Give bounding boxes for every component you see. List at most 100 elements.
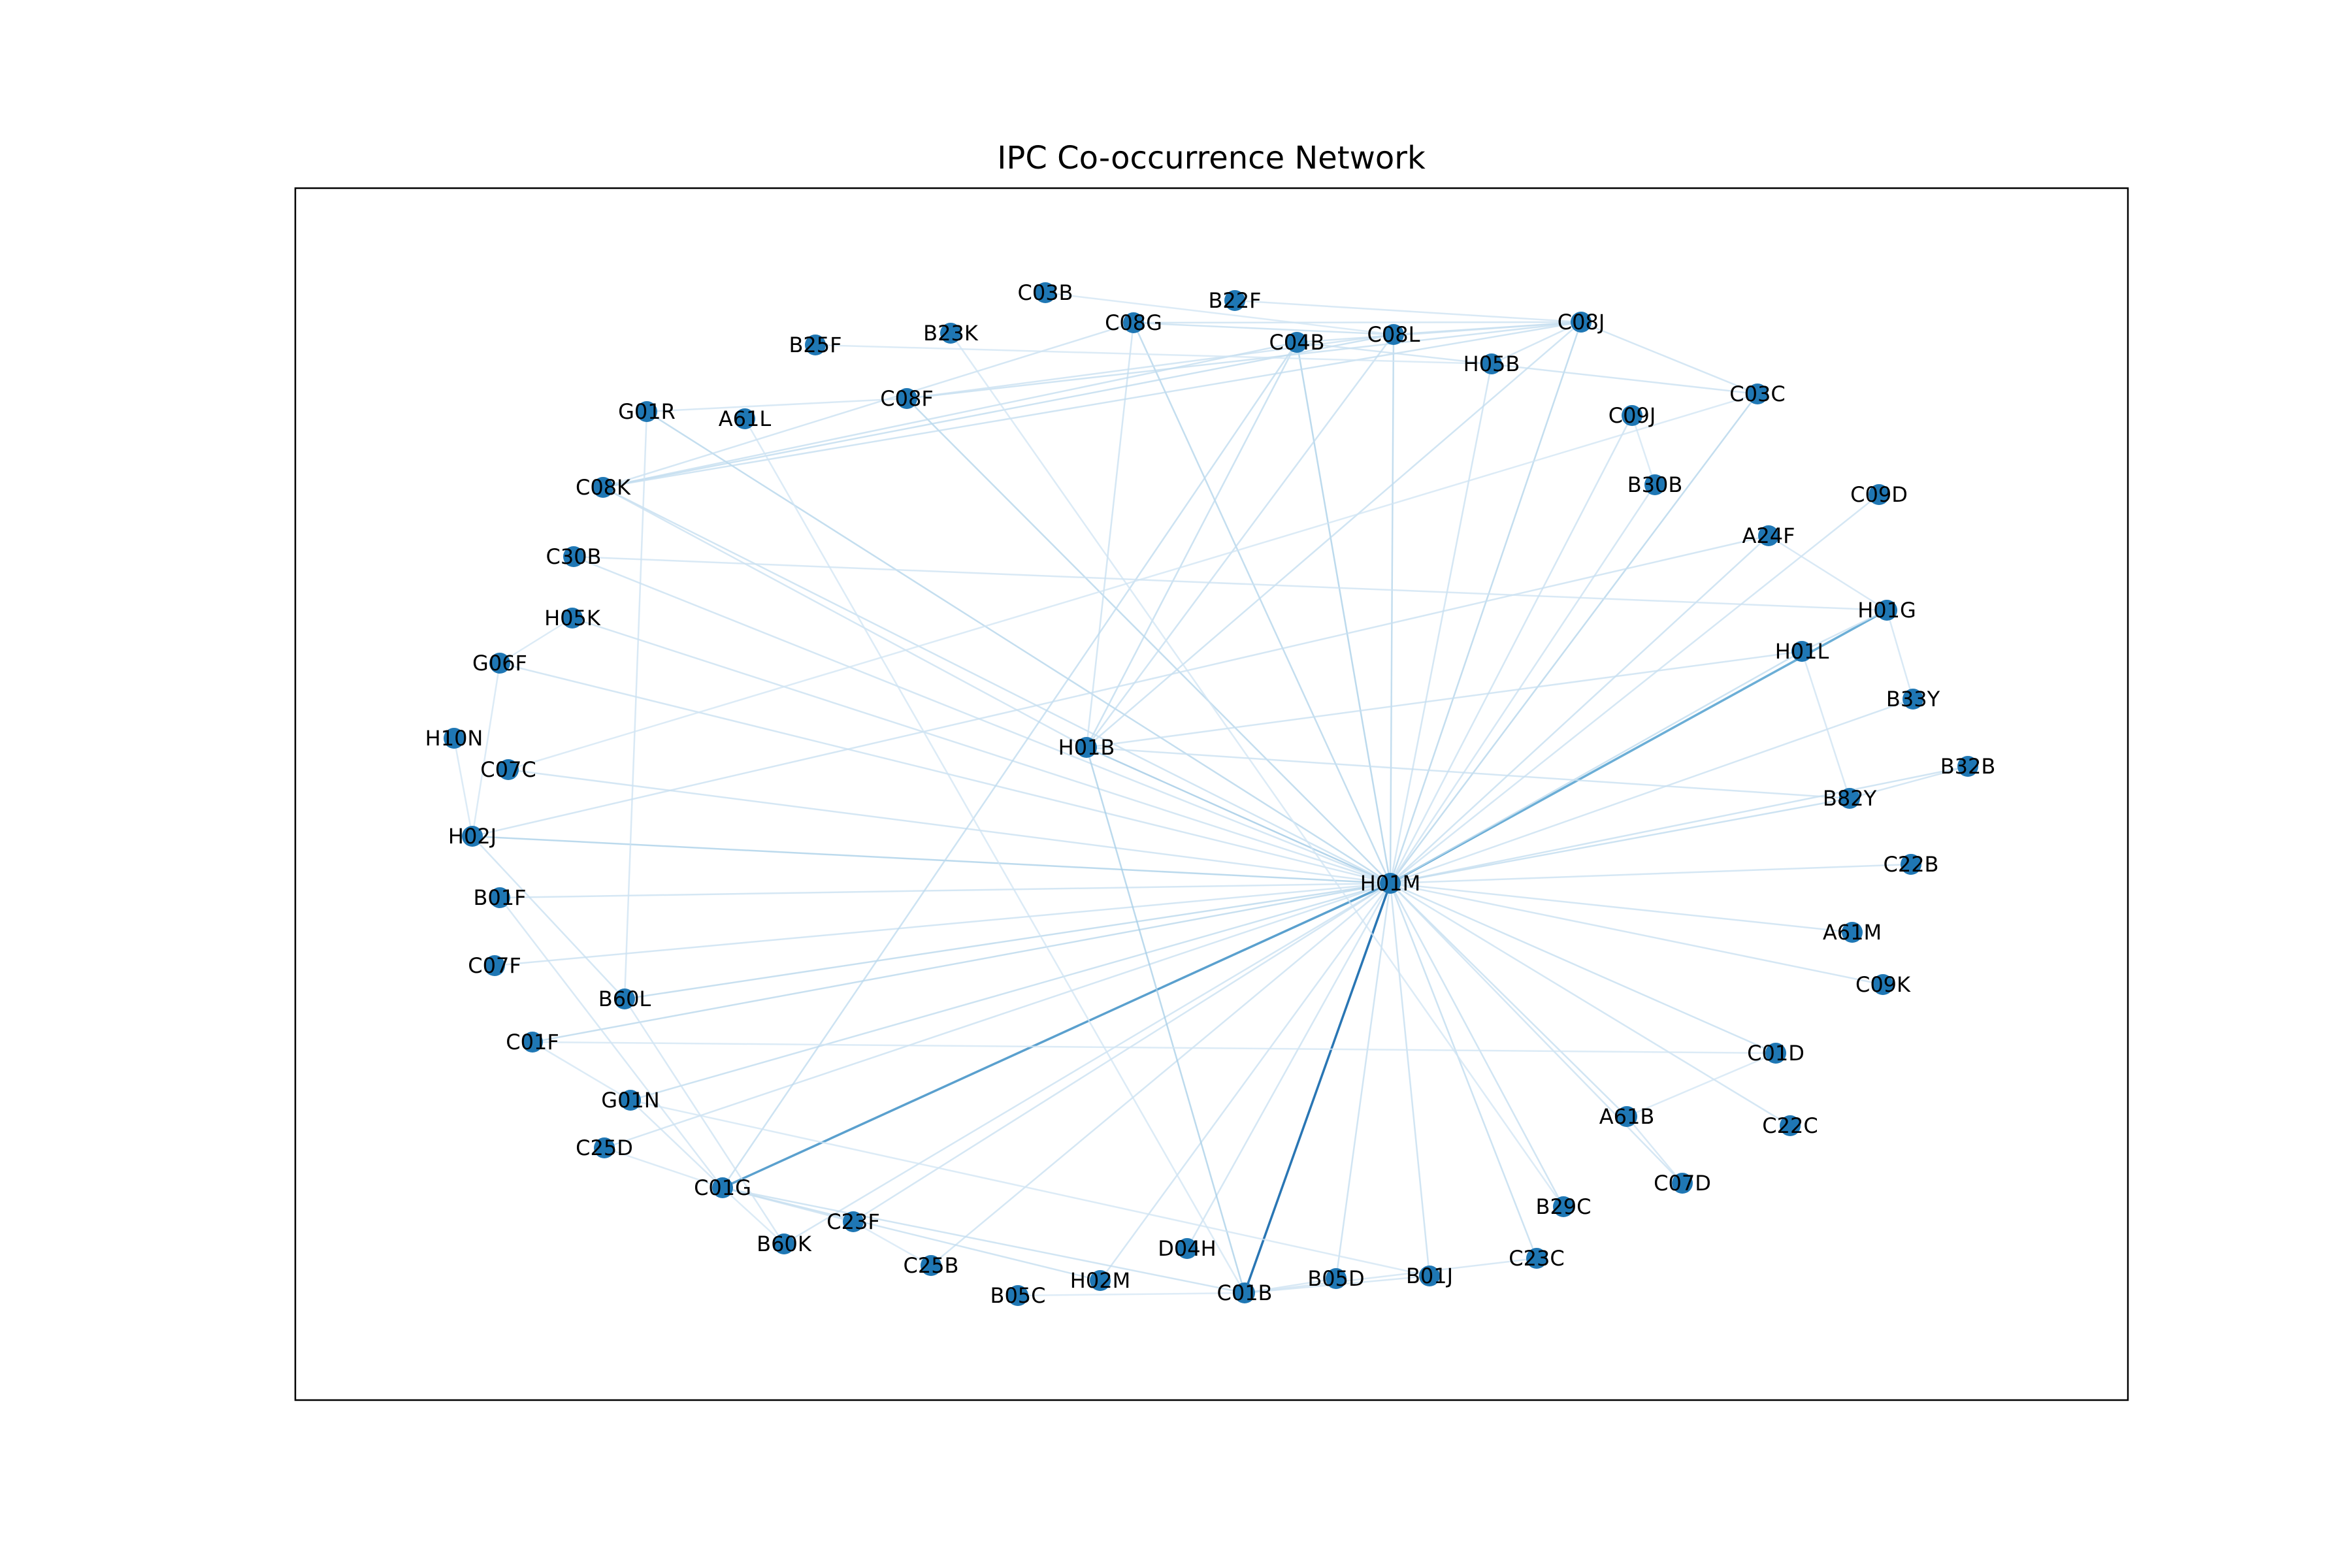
edge-H01M-C01D	[1390, 882, 1776, 1054]
edge-H01B-C08J	[1086, 321, 1582, 748]
edge-H01M-H05B	[1389, 363, 1493, 884]
edge-H01M-H01L	[1390, 650, 1803, 885]
edge-H01M-C01B	[1243, 883, 1392, 1294]
edge-H01M-C25D	[604, 882, 1391, 1149]
edge-H01M-B01J	[1389, 883, 1431, 1277]
node-label-B05D: B05D	[1307, 1266, 1364, 1291]
edge-C08K-C08J	[602, 321, 1582, 489]
node-C07D	[1672, 1173, 1693, 1194]
node-A24F	[1758, 525, 1779, 546]
edge-H01M-C08L	[1389, 334, 1395, 884]
node-A61M	[1842, 922, 1863, 943]
edge-H01M-C01F	[532, 882, 1391, 1043]
node-label-C23C: C23C	[1509, 1246, 1564, 1271]
node-A61L	[734, 408, 755, 429]
edge-C08K-C04B	[602, 341, 1298, 489]
node-label-G06F: G06F	[472, 651, 527, 676]
edge-H01B-B82Y	[1086, 746, 1850, 800]
edge-H01M-C01G	[722, 882, 1391, 1189]
node-B29C	[1553, 1196, 1574, 1217]
edge-C08K-C08L	[602, 333, 1394, 489]
node-label-C25B: C25B	[903, 1253, 958, 1278]
edge-H01M-C09K	[1390, 882, 1884, 986]
edge-H01M-D04H	[1186, 883, 1392, 1249]
node-label-H10N: H10N	[425, 726, 483, 751]
node-label-B01J: B01J	[1406, 1264, 1453, 1288]
edge-H05K-G06F	[499, 617, 573, 664]
edge-H01B-H01L	[1086, 650, 1803, 749]
node-label-C01G: C01G	[694, 1175, 751, 1200]
node-C01B	[1234, 1282, 1255, 1303]
node-C08F	[896, 388, 917, 409]
edge-A61L-C01B	[743, 418, 1246, 1294]
node-C08J	[1571, 312, 1592, 333]
node-C08G	[1123, 312, 1144, 333]
node-C08K	[593, 477, 613, 498]
node-C23F	[843, 1211, 864, 1232]
edge-H05B-C08J	[1491, 321, 1582, 365]
node-B05C	[1007, 1285, 1028, 1306]
node-label-C09K: C09K	[1855, 972, 1911, 997]
edge-C09J-B30B	[1631, 415, 1656, 485]
edge-C25D-C01G	[604, 1147, 723, 1189]
node-B01J	[1419, 1266, 1440, 1286]
node-label-H05K: H05K	[544, 606, 601, 630]
node-H05B	[1481, 353, 1502, 374]
node-H02M	[1090, 1270, 1111, 1291]
node-B01F	[489, 887, 510, 908]
edge-A61B-C07D	[1626, 1116, 1683, 1184]
edge-H01M-H02J	[472, 835, 1391, 885]
node-label-C01B: C01B	[1217, 1281, 1272, 1305]
node-label-D04H: D04H	[1158, 1236, 1216, 1261]
edge-H01B-C08L	[1085, 334, 1395, 748]
node-B60K	[774, 1233, 794, 1254]
node-B30B	[1644, 474, 1665, 495]
node-C01F	[522, 1032, 543, 1053]
node-B60L	[614, 988, 635, 1009]
node-label-C07C: C07C	[480, 757, 536, 782]
edge-B23K-B29C	[949, 333, 1565, 1207]
edge-G01N-B01J	[630, 1099, 1430, 1277]
edge-H01M-B33Y	[1390, 698, 1914, 885]
edge-layer	[453, 291, 1968, 1297]
node-label-A61B: A61B	[1599, 1104, 1655, 1129]
node-label-C01D: C01D	[1747, 1041, 1805, 1066]
edge-H01M-C23F	[853, 882, 1391, 1223]
edge-H01M-C04B	[1296, 342, 1392, 884]
node-label-A61M: A61M	[1823, 920, 1882, 945]
edge-H01M-B60L	[624, 882, 1391, 1000]
node-label-C09J: C09J	[1609, 403, 1656, 428]
edge-C01F-C01D	[532, 1041, 1776, 1054]
edge-H01M-G01R	[646, 410, 1391, 885]
node-C04B	[1286, 332, 1307, 353]
node-A61B	[1616, 1106, 1637, 1127]
node-label-B33Y: B33Y	[1886, 687, 1940, 711]
edge-G06F-H02J	[471, 662, 501, 837]
edge-C01B-C23C	[1244, 1257, 1537, 1294]
node-label-C03C: C03C	[1729, 382, 1785, 406]
edge-B05C-C01B	[1017, 1292, 1245, 1297]
node-label-C07D: C07D	[1654, 1171, 1711, 1196]
node-B05D	[1326, 1268, 1347, 1289]
plot-frame	[294, 187, 2129, 1401]
node-B25F	[805, 335, 826, 355]
edge-H01M-A24F	[1390, 535, 1769, 884]
node-label-C01F: C01F	[506, 1030, 559, 1054]
node-G01N	[620, 1090, 641, 1111]
chart-title: IPC Co-occurrence Network	[997, 140, 1426, 176]
edge-H01M-C09J	[1389, 415, 1633, 884]
node-H01L	[1791, 641, 1812, 662]
edge-C01G-C04B	[721, 342, 1298, 1188]
node-label-G01R: G01R	[618, 399, 676, 424]
node-C09J	[1622, 405, 1642, 426]
edge-H10N-H02J	[453, 738, 474, 837]
node-label-H01B: H01B	[1058, 735, 1115, 760]
node-C03C	[1747, 384, 1768, 404]
node-C09K	[1872, 974, 1893, 995]
node-label-H05B: H05B	[1463, 351, 1520, 376]
node-layer	[444, 282, 1978, 1306]
node-label-B22F: B22F	[1208, 288, 1261, 313]
edge-H01G-B33Y	[1886, 610, 1914, 700]
node-C08L	[1383, 324, 1404, 345]
